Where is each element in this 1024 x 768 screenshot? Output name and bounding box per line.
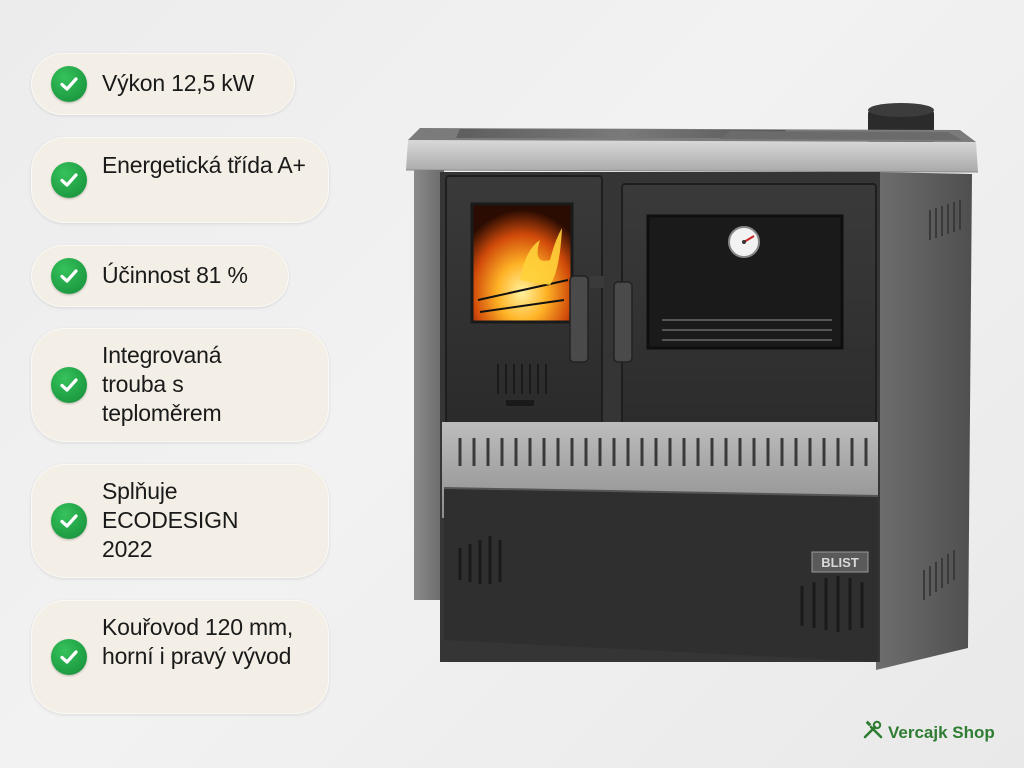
feature-text: Výkon 12,5 kW xyxy=(102,70,255,96)
feature-text: Energetická třída A+ xyxy=(102,152,306,178)
feature-text: Účinnost 81 % xyxy=(102,262,248,288)
stove-image: BLIST xyxy=(400,100,990,680)
feature-text: Kouřovod 120 mm, horní i pravý vývod xyxy=(102,614,294,669)
tools-icon xyxy=(862,720,884,745)
check-icon xyxy=(51,639,87,675)
check-icon xyxy=(51,503,87,539)
check-icon xyxy=(51,258,87,294)
check-icon xyxy=(51,162,87,198)
brand-name: Vercajk Shop xyxy=(888,722,995,742)
feature-pill-oven: Integrovaná trouba s teploměrem xyxy=(31,328,329,442)
product-badge: BLIST xyxy=(821,555,859,570)
feature-list: Výkon 12,5 kW Energetická třída A+ Účinn… xyxy=(0,0,340,768)
feature-text: Integrovaná trouba s teploměrem xyxy=(102,342,222,426)
check-icon xyxy=(51,66,87,102)
feature-pill-flue: Kouřovod 120 mm, horní i pravý vývod xyxy=(31,600,329,714)
brand-logo: Vercajk Shop xyxy=(862,720,995,745)
feature-pill-efficiency: Účinnost 81 % xyxy=(31,245,289,307)
feature-pill-energy-class: Energetická třída A+ xyxy=(31,137,329,223)
feature-pill-power: Výkon 12,5 kW xyxy=(31,53,295,115)
check-icon xyxy=(51,367,87,403)
feature-pill-ecodesign: Splňuje ECODESIGN 2022 xyxy=(31,464,329,578)
feature-text: Splňuje ECODESIGN 2022 xyxy=(102,478,239,562)
